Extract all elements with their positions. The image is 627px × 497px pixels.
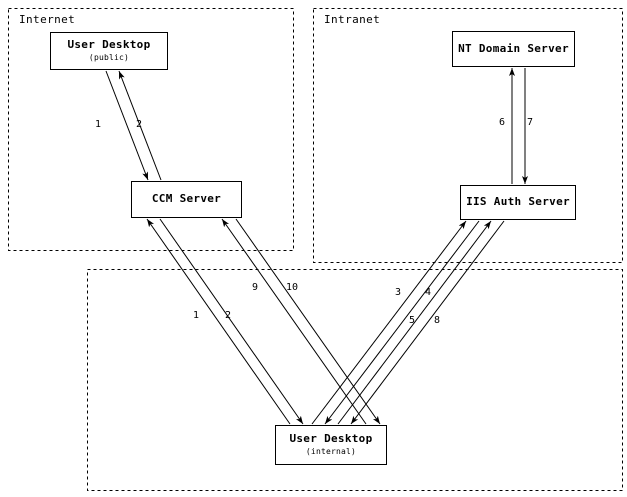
connector-flow-10 [235, 218, 381, 425]
zone-label-intranet: Intranet [324, 13, 381, 26]
flow-label-6: 6 [499, 117, 506, 128]
node-title: User Desktop [289, 432, 373, 446]
flow-label-2-internal: 2 [225, 310, 232, 321]
node-subtitle: (internal) [305, 447, 357, 457]
node-ccm-server[interactable]: CCM Server [131, 181, 242, 218]
connector-flow-1-public [105, 70, 149, 181]
connector-flow-4 [324, 220, 480, 425]
connector-flow-3 [311, 220, 467, 425]
flow-label-10: 10 [286, 282, 299, 293]
flow-label-7: 7 [527, 117, 534, 128]
connector-flow-9 [221, 218, 367, 425]
flow-label-8: 8 [434, 315, 441, 326]
flow-label-1-internal: 1 [193, 310, 200, 321]
node-user-desktop-public[interactable]: User Desktop (public) [50, 32, 168, 70]
connector-flow-1-internal [146, 218, 291, 425]
flow-label-2-public: 2 [136, 119, 143, 130]
connector-flow-2-internal [159, 218, 304, 425]
flow-label-3: 3 [395, 287, 402, 298]
zone-intranet-boundary [313, 8, 623, 263]
node-nt-domain-server[interactable]: NT Domain Server [452, 31, 575, 67]
flow-label-4: 4 [425, 287, 432, 298]
flow-label-1-public: 1 [95, 119, 102, 130]
node-user-desktop-internal[interactable]: User Desktop (internal) [275, 425, 387, 465]
zone-internet-boundary [8, 8, 294, 251]
flow-label-9: 9 [252, 282, 259, 293]
node-subtitle: (public) [88, 53, 130, 63]
node-title: User Desktop [67, 38, 151, 52]
node-title: IIS Auth Server [466, 195, 570, 209]
zone-label-internet: Internet [19, 13, 76, 26]
flow-label-5: 5 [409, 315, 416, 326]
node-title: NT Domain Server [458, 41, 569, 55]
connector-flow-2-public [118, 70, 162, 181]
node-title: CCM Server [151, 192, 222, 206]
connector-flow-8 [350, 220, 505, 425]
node-iis-auth-server[interactable]: IIS Auth Server [460, 185, 576, 220]
connector-flow-5 [337, 220, 492, 425]
